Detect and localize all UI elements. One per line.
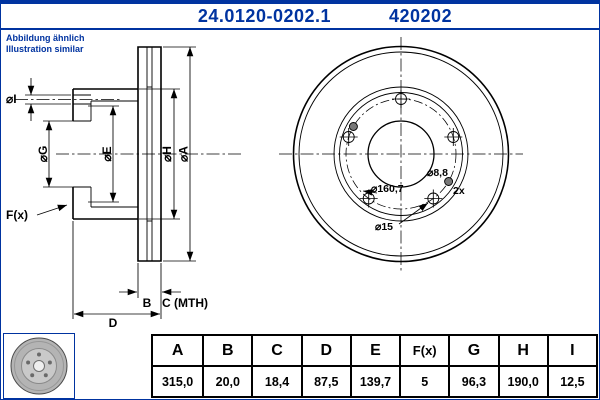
screw-count-label: 2x xyxy=(453,185,465,197)
table-value-cell-a: 315,0 xyxy=(161,374,194,389)
stud-hole-label: ⌀15 xyxy=(375,221,393,233)
table-header-cell-b: B xyxy=(202,336,251,365)
table-value-cell-c: 18,4 xyxy=(251,367,300,396)
section-view: ⌀I ⌀G ⌀E ⌀H ⌀A F(x) xyxy=(6,46,241,330)
table-header-cell-h: H xyxy=(497,336,547,365)
table-header-cell-d: D xyxy=(300,336,350,365)
table-header-cell-c: C xyxy=(251,336,300,365)
type-number: 420202 xyxy=(389,5,453,26)
technical-drawing: ⌀I ⌀G ⌀E ⌀H ⌀A F(x) xyxy=(6,37,523,330)
table-value-cell-d: 87,5 xyxy=(300,367,350,396)
dim-label-a: ⌀A xyxy=(177,146,191,162)
screw-hole-label: ⌀8,8 xyxy=(427,167,448,179)
table-header-cell-i: I xyxy=(546,336,596,365)
front-view: ⌀160,7 ⌀8,8 2x ⌀15 xyxy=(279,37,523,272)
table-header-cell-g: G xyxy=(448,336,497,365)
part-number: 24.0120-0202.1 xyxy=(197,5,332,26)
dim-label-g: ⌀G xyxy=(36,146,50,163)
title-bar: 24.0120-0202.1 420202 xyxy=(1,1,599,30)
stud-holes xyxy=(339,90,463,208)
note-de: Abbildung ähnlich xyxy=(6,33,85,43)
bolt-circle-label: ⌀160,7 xyxy=(371,183,404,195)
table-header-cell-e: E xyxy=(349,336,399,365)
spec-table-value-row: 315,0 20,0 18,4 87,5 139,7 5 96,3 190,0 … xyxy=(153,365,596,396)
dim-label-i: ⌀I xyxy=(6,92,17,106)
dim-label-d: D xyxy=(109,316,118,330)
dim-label-e: ⌀E xyxy=(100,146,114,161)
thumbnail-disc xyxy=(10,337,68,395)
table-value-cell-f: 5 xyxy=(399,367,448,396)
table-value-cell-i: 12,5 xyxy=(546,367,596,396)
set-screw-holes xyxy=(348,122,454,186)
table-header-cell-f: F(x) xyxy=(399,336,448,365)
table-value-cell-g: 96,3 xyxy=(448,367,497,396)
dim-label-b: B xyxy=(143,296,152,310)
table-header-cell-a: A xyxy=(171,341,184,359)
dim-label-h: ⌀H xyxy=(160,146,174,162)
spec-table-header-row: A B C D E F(x) G H I xyxy=(153,336,596,365)
dim-label-c: C (MTH) xyxy=(162,296,208,310)
product-thumbnail xyxy=(3,333,75,399)
table-value-cell-e: 139,7 xyxy=(349,367,399,396)
note-en: Illustration similar xyxy=(6,44,84,55)
table-value-cell-h: 190,0 xyxy=(497,367,547,396)
spec-table: A B C D E F(x) G H I 315,0 20,0 18,4 87,… xyxy=(151,334,598,398)
dim-label-f: F(x) xyxy=(6,208,28,222)
table-value-cell-b: 20,0 xyxy=(202,367,251,396)
similarity-note: Abbildung ähnlich Illustration similar xyxy=(6,33,85,56)
